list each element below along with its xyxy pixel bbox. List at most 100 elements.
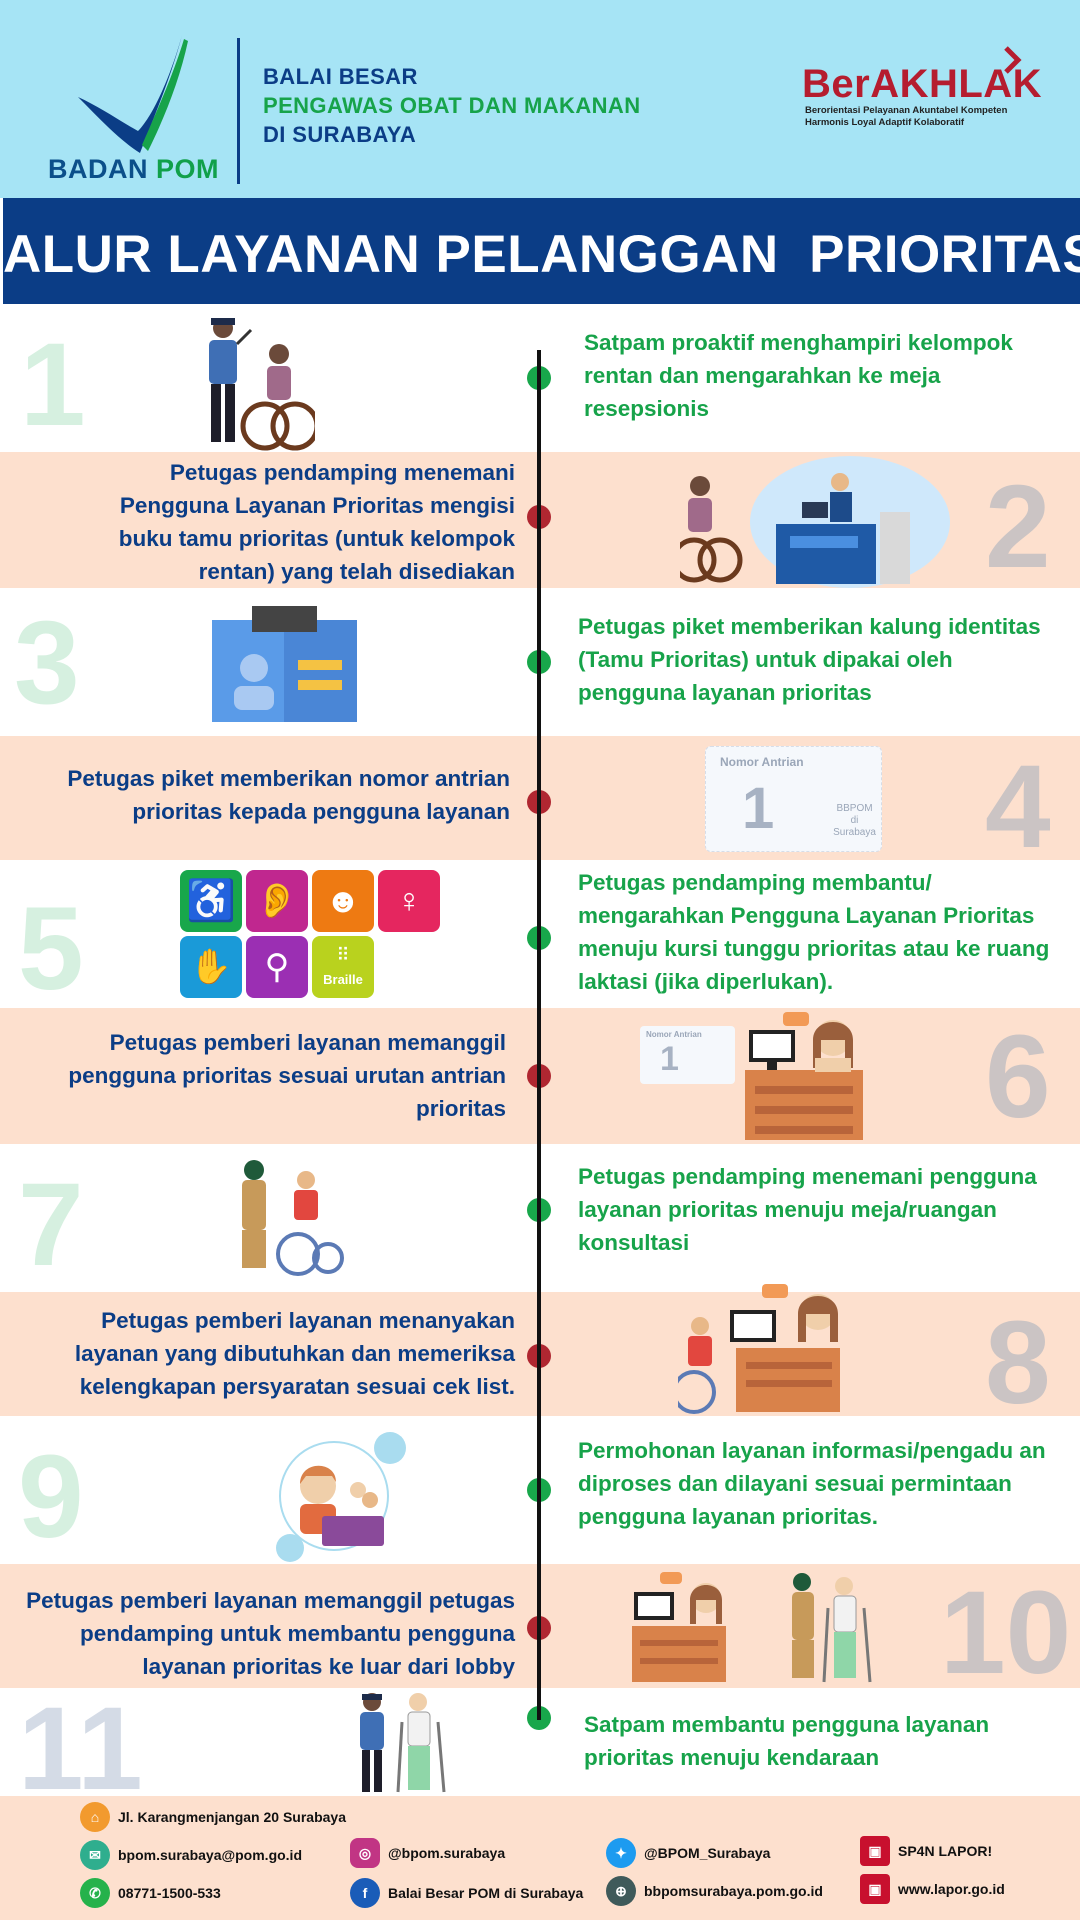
consultation-desk-icon [678,1284,840,1414]
step-number-11: 11 [18,1683,143,1815]
escort-wheelchair-icon [242,1160,344,1276]
sign-language-icon: ✋ [180,936,242,998]
step-text-1: Satpam proaktif menghampiri kelompok ren… [584,330,1013,421]
step-number-5: 5 [18,883,84,1015]
twitter-text: @BPOM_Surabaya [644,1845,771,1861]
step-text-11: Satpam membantu pengguna layanan priorit… [584,1712,990,1770]
step-text-8: Petugas pemberi layanan menanyakan layan… [74,1308,515,1399]
berakhlak-sub-line-2: Harmonis Loyal Adaptif Kolaboratif [805,117,965,128]
lapor-site-text: www.lapor.go.id [898,1881,1005,1897]
footer-website[interactable]: ⊕ bbpomsurabaya.pom.go.id [606,1876,823,1906]
website-text: bbpomsurabaya.pom.go.id [644,1883,823,1899]
step-row-6: Petugas pemberi layanan memanggil penggu… [0,1008,1080,1144]
service-officer-desk-icon [745,1012,863,1140]
instagram-icon: ◎ [350,1838,380,1868]
timeline-line [537,350,541,1720]
step-text-2: Petugas pendamping menemani Pengguna Lay… [118,460,515,584]
lapor-icon: ▣ [860,1836,890,1866]
email-text: bpom.surabaya@pom.go.id [118,1847,303,1863]
step-text-10: Petugas pemberi layanan memanggil petuga… [26,1588,515,1679]
twitter-icon: ✦ [606,1838,636,1868]
accessibility-icons-grid: ♿ 👂 ☻ ♀ ✋ ⚲ ⠿ Braille [180,870,442,1000]
footer-phone[interactable]: ✆ 08771-1500-533 [80,1878,221,1908]
footer-lapor-site[interactable]: ▣ www.lapor.go.id [860,1874,1005,1904]
institution-line-3: DI SURABAYA [263,122,417,147]
escort-crutches-icon [792,1573,872,1683]
globe-icon: ⊕ [606,1876,636,1906]
home-icon: ⌂ [80,1802,110,1832]
blind-cane-icon: ⚲ [246,936,308,998]
header-divider [237,38,240,184]
hearing-icon: 👂 [246,870,308,932]
pregnant-icon: ♀ [378,870,440,932]
ticket-org: BBPOM di Surabaya [828,803,881,839]
header: BADAN POM BALAI BESAR PENGAWAS OBAT DAN … [0,0,1080,198]
logo-word-badan: BADAN [48,154,148,184]
step-number-9: 9 [18,1431,84,1563]
step-number-8: 8 [985,1297,1051,1429]
id-badge-icon [212,606,357,722]
footer-address: ⌂ Jl. Karangmenjangan 20 Surabaya [80,1802,346,1832]
berakhlak-title: BerAKHLAK [802,62,1043,106]
ticket-org-line-1: BBPOM [836,803,873,814]
lapor-site-icon: ▣ [860,1874,890,1904]
phone-text: 08771-1500-533 [118,1885,221,1901]
footer-twitter[interactable]: ✦ @BPOM_Surabaya [606,1838,770,1868]
footer-sp4n[interactable]: ▣ SP4N LAPOR! [860,1836,992,1866]
chevron-right-icon [1004,46,1022,74]
instagram-text: @bpom.surabaya [388,1845,506,1861]
ticket-label: Nomor Antrian [720,755,804,769]
small-ticket-label: Nomor Antrian [646,1030,702,1039]
berakhlak-sub-line-1: Berorientasi Pelayanan Akuntabel Kompete… [805,105,1008,116]
wheelchair-icon: ♿ [180,870,242,932]
step-text-6: Petugas pemberi layanan memanggil penggu… [68,1030,506,1121]
ticket-number: 1 [742,776,775,841]
receptionist-desk-icon [680,456,950,588]
sp4n-text: SP4N LAPOR! [898,1843,993,1859]
whatsapp-icon: ✆ [80,1878,110,1908]
step-number-6: 6 [985,1011,1051,1143]
information-service-icon [276,1432,406,1562]
footer: ⌂ Jl. Karangmenjangan 20 Surabaya ✉ bpom… [0,1796,1080,1920]
institution-name: BALAI BESAR PENGAWAS OBAT DAN MAKANAN DI… [263,62,640,149]
institution-line-2: PENGAWAS OBAT DAN MAKANAN [263,93,641,118]
security-and-wheelchair-user-icon [209,318,315,451]
title-band: ALUR LAYANAN PELANGGAN PRIORITAS [3,198,1080,304]
step-number-2: 2 [985,461,1051,593]
step-text-4: Petugas piket memberikan nomor antrian p… [67,766,510,824]
ticket-org-line-2: di Surabaya [833,815,876,838]
step-row-5: 5 ♿ 👂 ☻ ♀ ✋ ⚲ ⠿ Braille Petugas pendampi… [0,860,1080,1008]
step-text-5: Petugas pendamping membantu/ mengarahkan… [578,870,1050,994]
step-number-7: 7 [18,1159,84,1291]
footer-instagram[interactable]: ◎ @bpom.surabaya [350,1838,505,1868]
logo-wordmark: BADAN POM [48,154,219,185]
small-queue-ticket: Nomor Antrian 1 [640,1026,735,1084]
step-text-3: Petugas piket memberikan kalung identita… [578,614,1041,705]
footer-email[interactable]: ✉ bpom.surabaya@pom.go.id [80,1840,302,1870]
logo-word-pom: POM [156,154,220,184]
cognitive-icon: ☻ [312,870,374,932]
address-text: Jl. Karangmenjangan 20 Surabaya [118,1809,346,1825]
step-number-10: 10 [940,1567,1072,1699]
email-icon: ✉ [80,1840,110,1870]
berakhlak-subtitle: Berorientasi Pelayanan Akuntabel Kompete… [805,105,1007,129]
step-row-8: Petugas pemberi layanan menanyakan layan… [0,1284,1080,1422]
footer-facebook[interactable]: f Balai Besar POM di Surabaya [350,1878,583,1908]
badan-pom-logo-icon [78,35,188,153]
security-and-patient-icon [360,1693,446,1793]
step-number-3: 3 [14,597,80,729]
step-text-9: Permohonan layanan informasi/pengadu an … [578,1438,1046,1529]
step-number-1: 1 [20,319,86,451]
officer-desk-small-icon [632,1572,726,1682]
small-ticket-number: 1 [660,1040,679,1078]
step-number-4: 4 [985,741,1051,873]
institution-line-1: BALAI BESAR [263,64,418,89]
braille-icon: ⠿ Braille [312,936,374,998]
braille-label: Braille [323,972,363,987]
step-text-7: Petugas pendamping menemani pengguna lay… [578,1164,1037,1255]
facebook-icon: f [350,1878,380,1908]
queue-ticket: Nomor Antrian 1 BBPOM di Surabaya [705,746,882,852]
page-title: ALUR LAYANAN PELANGGAN PRIORITAS [3,225,1080,284]
berakhlak-logo: BerAKHLAK [802,62,1042,107]
